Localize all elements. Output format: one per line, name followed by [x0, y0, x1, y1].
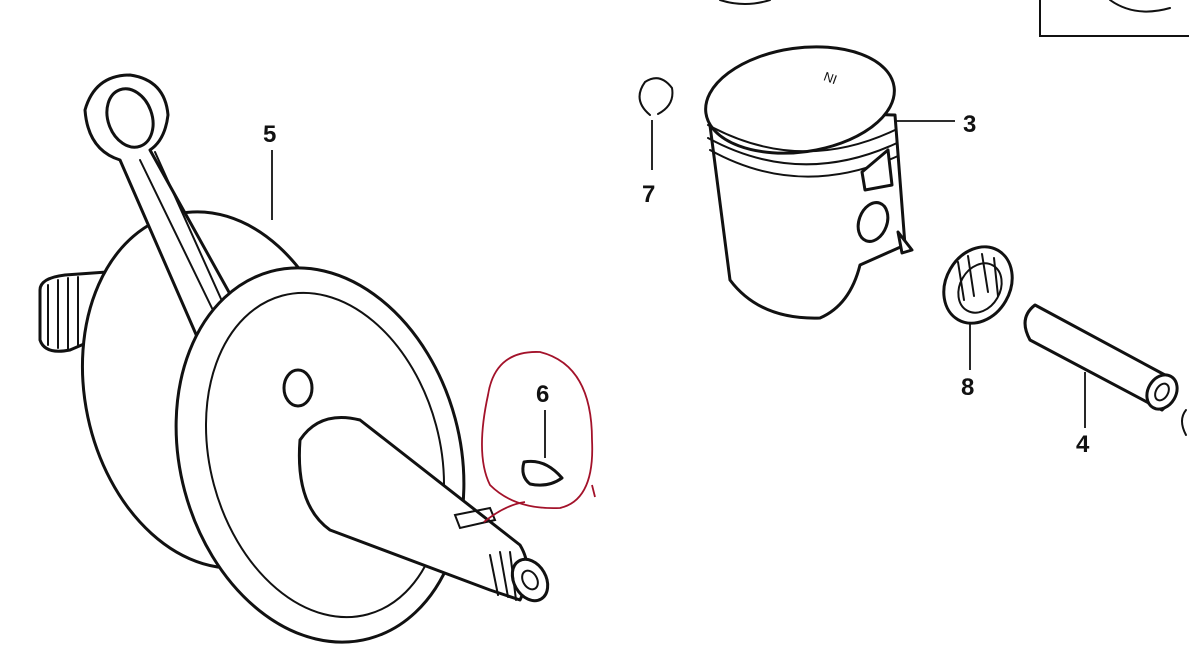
callout-7: 7	[642, 181, 655, 208]
callout-3: 3	[963, 111, 976, 138]
top-partial-parts	[719, 0, 1189, 37]
red-circle-annotation	[481, 351, 596, 523]
piston: IN	[704, 45, 955, 320]
callout-5: 5	[263, 121, 276, 148]
piston-pin	[1023, 303, 1187, 436]
callout-8: 8	[961, 374, 974, 401]
callout-6: 6	[536, 381, 549, 408]
piston-stamp: IN	[822, 69, 839, 88]
callout-4: 4	[1076, 431, 1090, 458]
crankshaft	[38, 73, 550, 644]
piston-pin-clip	[638, 77, 674, 170]
woodruff-key	[521, 410, 564, 487]
needle-bearing	[942, 245, 1014, 370]
